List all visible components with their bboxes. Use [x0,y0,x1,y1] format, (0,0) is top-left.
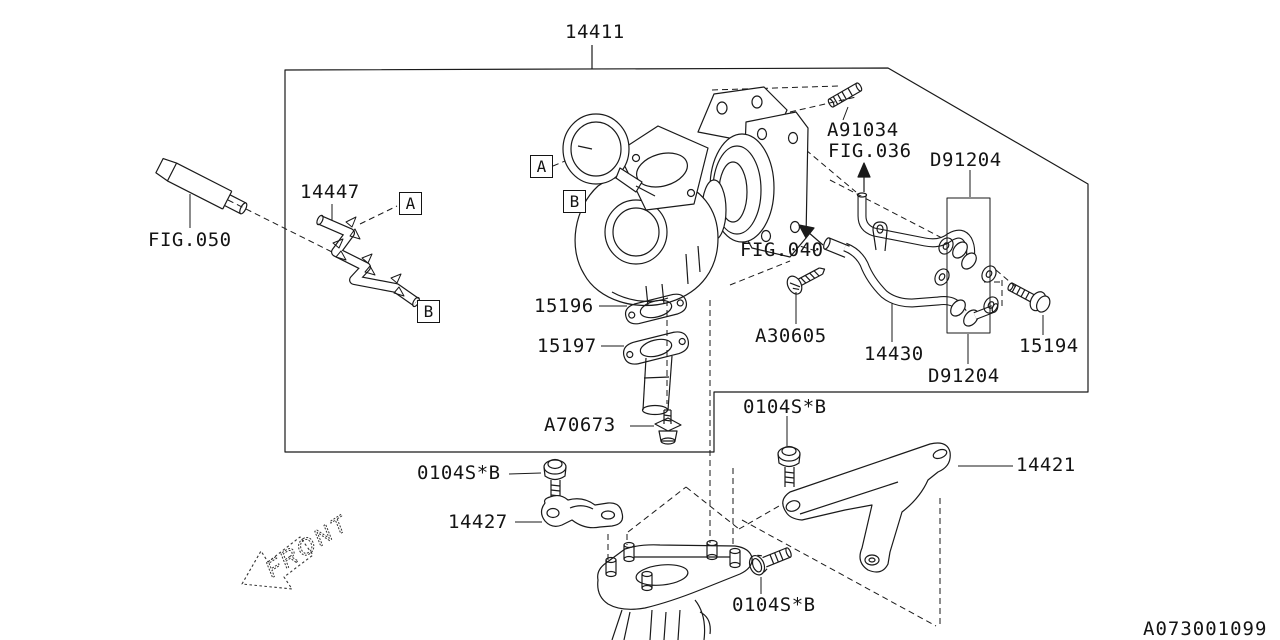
bolt-15194-drawing [1007,282,1051,313]
front-label: FRONT [261,509,354,582]
part-label-fig040: FIG.040 [740,239,824,261]
part-label-14421: 14421 [1016,454,1076,476]
part-label-a70673: A70673 [544,414,616,436]
screw-a30605-drawing [786,267,826,295]
bolt-a70673-drawing [654,409,682,445]
part-label-15197: 15197 [537,335,597,357]
part-label-15194: 15194 [1019,335,1079,357]
callout-b-turbo: B [563,190,586,213]
callout-a-hose: A [399,192,422,215]
hose-clamps [332,216,405,297]
callout-b-hose: B [417,300,440,323]
part-label-0104sb-bottom: 0104S*B [732,594,816,616]
part-label-15196: 15196 [534,295,594,317]
fig036-direction-arrow [857,162,871,192]
gasket-15196-drawing [624,293,688,325]
plate-studs [605,539,741,592]
part-label-14427: 14427 [448,511,508,533]
pipe-end-fitting [823,237,850,258]
callout-a-turbo: A [530,155,553,178]
pin-fig050-drawing [155,157,248,215]
bracket-14427-drawing [540,494,624,529]
leader-lines [189,106,1044,594]
exhaust-plate-drawing [597,539,753,640]
flange-15197-drawing [622,331,690,416]
part-label-d91204-top: D91204 [930,149,1002,171]
d91204-group-box [946,197,991,334]
front-arrow: FRONT [241,509,354,590]
part-label-0104sb-left: 0104S*B [417,462,501,484]
part-label-fig050: FIG.050 [148,229,232,251]
stud-a91034-drawing [827,82,863,108]
union-fittings [950,241,999,327]
part-label-14447: 14447 [300,181,360,203]
part-label-a30605: A30605 [755,325,827,347]
fig040-direction-arrow [798,224,824,246]
bracket-14421-drawing [782,442,951,573]
part-label-d91204-bottom: D91204 [928,365,1000,387]
pipe-washers [934,237,999,314]
part-label-14411: 14411 [565,21,625,43]
part-label-0104sb-right: 0104S*B [743,396,827,418]
hose-14447-drawing [316,214,420,308]
part-label-14430: 14430 [864,343,924,365]
drawing-number: A073001099 [1143,618,1268,640]
pipes-14430-drawing [823,192,999,334]
assembly-boundary-box [284,45,1089,453]
bolt-0104sb-right-drawing [777,445,801,487]
turbocharger-drawing [562,86,809,307]
part-label-fig036: FIG.036 [828,140,912,162]
bolt-0104sb-bottom-drawing [748,547,792,576]
part-label-a91034: A91034 [827,119,899,141]
bolt-0104sb-left-drawing [543,458,567,501]
pipe-tab [872,221,888,252]
